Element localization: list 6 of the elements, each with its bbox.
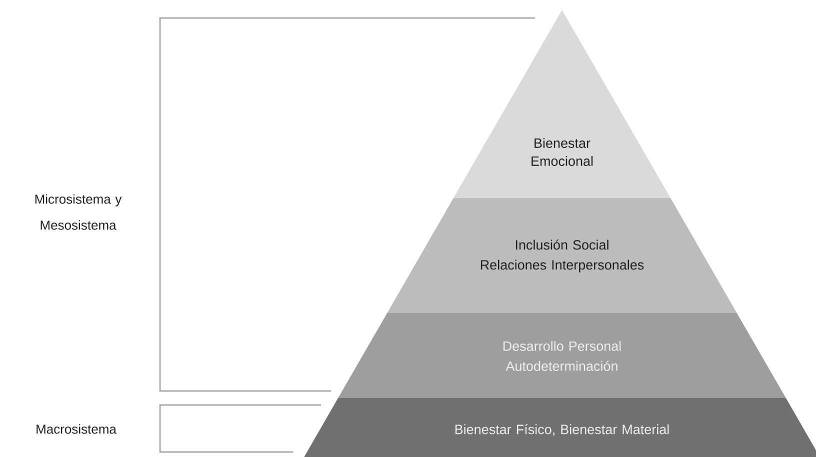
pyramid-level: Inclusión Social Relaciones Interpersonales — [387, 198, 737, 313]
pyramid-level: Bienestar Emocional — [454, 10, 670, 198]
level-label: Microsistema y Mesosistema — [35, 194, 122, 230]
level-label: Macrosistema — [36, 424, 116, 434]
pyramid-level: Bienestar Físico, Bienestar Material — [304, 398, 816, 457]
pyramid-level: Desarrollo Personal Autodeterminación — [338, 312, 786, 398]
